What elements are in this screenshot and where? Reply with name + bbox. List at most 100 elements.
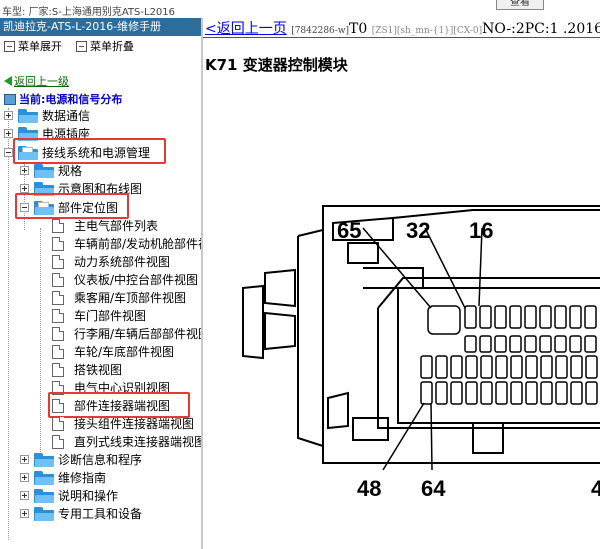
folder-icon [34, 471, 54, 485]
collapse-all-button[interactable]: 菜单折叠 [76, 39, 134, 55]
expand-toggle[interactable] [20, 473, 29, 482]
expand-toggle[interactable] [20, 455, 29, 464]
expand-toggle[interactable] [20, 184, 29, 193]
pin-leader-lines [362, 227, 483, 471]
tree-guide [24, 164, 25, 230]
manufacturer-text: 车型: 厂家:S-上海通用别克ATS-L2016 [2, 7, 176, 18]
menu-toolbar: 菜单展开 菜单折叠 [0, 36, 201, 58]
terminal [570, 355, 583, 379]
back-up-level-link[interactable]: 返回上一级 [4, 73, 69, 89]
collapse-icon [76, 41, 87, 52]
terminal [569, 335, 582, 353]
tree-item-data-comm[interactable]: 数据通信 [0, 107, 200, 125]
terminal [539, 335, 552, 353]
tree-item-connector-end-view[interactable]: 部件连接器端视图 [0, 397, 201, 415]
pin-label-48: 48 [357, 476, 381, 501]
current-location: 当前:电源和信号分布 [4, 91, 122, 107]
terminal [494, 335, 507, 353]
header-separator [203, 37, 600, 38]
tree-item-wiring-power-mgmt[interactable]: 接线系统和电源管理 [0, 144, 200, 162]
terminal [525, 381, 538, 405]
terminal [585, 381, 598, 405]
highlight-box [13, 138, 166, 164]
folder-icon [34, 164, 54, 178]
tree-item-schematic-wiring[interactable]: 示意图和布线图 [0, 180, 200, 198]
document-icon [52, 327, 64, 341]
document-icon [52, 291, 64, 305]
terminal [464, 305, 477, 329]
terminal [555, 381, 568, 405]
expand-toggle[interactable] [20, 509, 29, 518]
document-icon [52, 309, 64, 323]
terminal [510, 355, 523, 379]
folder-open-icon [34, 201, 54, 215]
terminal [495, 355, 508, 379]
terminal [494, 305, 507, 329]
folder-icon [34, 453, 54, 467]
expand-icon [4, 41, 15, 52]
terminal [480, 355, 493, 379]
collapse-toggle[interactable] [4, 148, 13, 157]
expand-toggle[interactable] [4, 111, 13, 120]
expand-toggle[interactable] [4, 129, 13, 138]
manual-title: 凯迪拉克-ATS-L-2016-维修手册 [0, 18, 201, 36]
connector-housing [242, 205, 600, 464]
tree-item-diagnostics[interactable]: 诊断信息和程序 [0, 451, 200, 469]
terminal [539, 305, 552, 329]
tree-item-ground-view[interactable]: 搭铁视图 [0, 361, 201, 379]
back-to-previous-page-link[interactable]: <返回上一页 [205, 21, 287, 37]
expand-all-button[interactable]: 菜单展开 [4, 39, 62, 55]
terminal [479, 335, 492, 353]
folder-icon [34, 489, 54, 503]
document-icon [52, 381, 64, 395]
terminal [509, 305, 522, 329]
tree-item-door-view[interactable]: 车门部件视图 [0, 307, 201, 325]
terminal [555, 355, 568, 379]
highlight-box [15, 193, 129, 219]
folder-icon [34, 507, 54, 521]
t0-label: T0 [349, 21, 368, 37]
tree-item-power-socket[interactable]: 电源插座 [0, 125, 200, 143]
connector-sockets [420, 305, 598, 405]
terminal [570, 381, 583, 405]
pane-divider[interactable] [201, 18, 203, 549]
tree-item-repair-guide[interactable]: 维修指南 [0, 469, 200, 487]
tree-item-center-id-view[interactable]: 电气中心识别视图 [0, 379, 201, 397]
tree-item-splice-connector-view[interactable]: 接头组件连接器端视图 [0, 415, 201, 433]
folder-icon [18, 109, 38, 123]
tree-item-dash-console-view[interactable]: 仪表板/中控台部件视图 [0, 271, 201, 289]
tree-item-description-operation[interactable]: 说明和操作 [0, 487, 200, 505]
terminal [509, 335, 522, 353]
tree-item-powertrain-view[interactable]: 动力系统部件视图 [0, 253, 201, 271]
view-button[interactable]: 查看 [496, 0, 544, 10]
expand-toggle[interactable] [20, 491, 29, 500]
document-header: <返回上一页 [7842286-w]T0 [ZS1][sh_mn-{1}][CX… [205, 18, 600, 38]
tree-item-special-tools[interactable]: 专用工具和设备 [0, 505, 200, 523]
tree-item-inline-harness-view[interactable]: 直列式线束连接器端视图 [0, 433, 201, 451]
document-icon [52, 219, 64, 233]
folder-icon [34, 182, 54, 196]
terminal [495, 381, 508, 405]
tree-item-front-engine-view[interactable]: 车辆前部/发动机舱部件视图 [0, 235, 201, 253]
pin-label-64: 64 [421, 476, 446, 501]
tree-item-main-electrical-list[interactable]: 主电气部件列表 [0, 217, 201, 235]
terminal [420, 381, 433, 405]
tree-guide [40, 228, 41, 456]
terminal [554, 335, 567, 353]
tree-item-passenger-roof-view[interactable]: 乘客厢/车顶部件视图 [0, 289, 201, 307]
tree-item-specs[interactable]: 规格 [0, 162, 200, 180]
expand-toggle[interactable] [20, 166, 29, 175]
pin-label-65: 65 [337, 218, 361, 243]
zs-code: [ZS1][sh_mn-{1}][CX-0] [371, 26, 483, 36]
document-icon [52, 345, 64, 359]
top-strip: 车型: 厂家:S-上海通用别克ATS-L2016 查看 [0, 0, 600, 18]
document-icon [52, 255, 64, 269]
terminal [524, 335, 537, 353]
collapse-toggle[interactable] [20, 203, 29, 212]
computer-icon [4, 94, 16, 105]
folder-icon [18, 127, 38, 141]
tree-item-wheel-underbody-view[interactable]: 车轮/车底部件视图 [0, 343, 201, 361]
tree-item-trunk-rear-view[interactable]: 行李厢/车辆后部部件视图 [0, 325, 201, 343]
tree-item-component-location[interactable]: 部件定位图 [0, 199, 200, 217]
document-icon [52, 435, 64, 449]
